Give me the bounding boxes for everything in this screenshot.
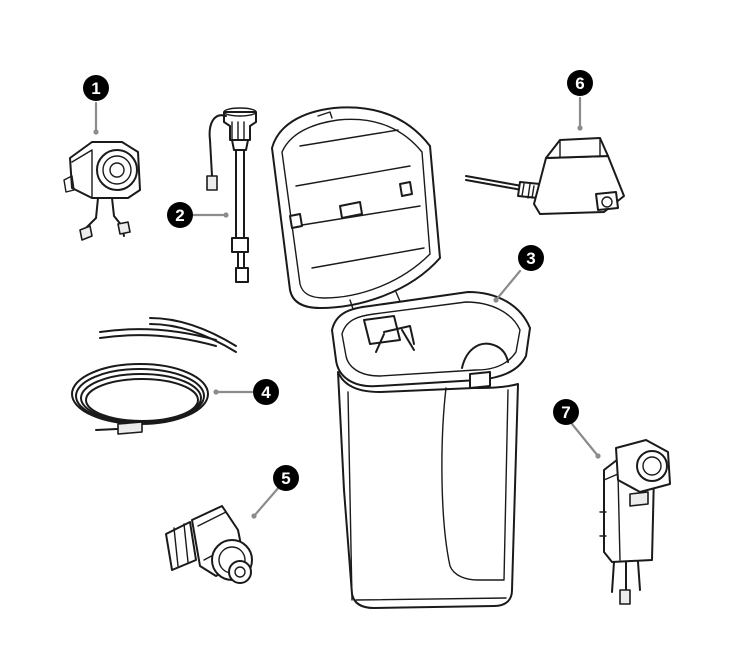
callout-7-label: 7: [561, 403, 570, 422]
callout-6: 6: [567, 70, 593, 96]
tubing-icon: [71, 317, 237, 435]
pump-head-icon: [63, 141, 141, 241]
callout-2-label: 2: [175, 206, 184, 225]
callout-3-label: 3: [526, 249, 535, 268]
callout-2: 2: [167, 202, 193, 228]
transformer-icon: [465, 137, 625, 215]
callout-6-label: 6: [575, 74, 584, 93]
pump-unit-icon: [599, 439, 671, 605]
leader-lines: [93, 96, 601, 519]
suction-lance-icon: [206, 107, 257, 283]
leader-7: [570, 422, 600, 458]
injection-valve-icon: [165, 505, 253, 584]
callout-4: 4: [253, 379, 279, 405]
callout-3: 3: [518, 245, 544, 271]
callout-5-label: 5: [281, 469, 290, 488]
callout-7: 7: [553, 399, 579, 425]
leader-5: [252, 484, 282, 518]
callout-5: 5: [273, 465, 299, 491]
callout-1: 1: [83, 75, 109, 101]
leader-3: [494, 269, 522, 302]
callout-1-label: 1: [91, 79, 100, 98]
tank-icon: [271, 106, 531, 609]
callout-4-label: 4: [261, 383, 271, 402]
